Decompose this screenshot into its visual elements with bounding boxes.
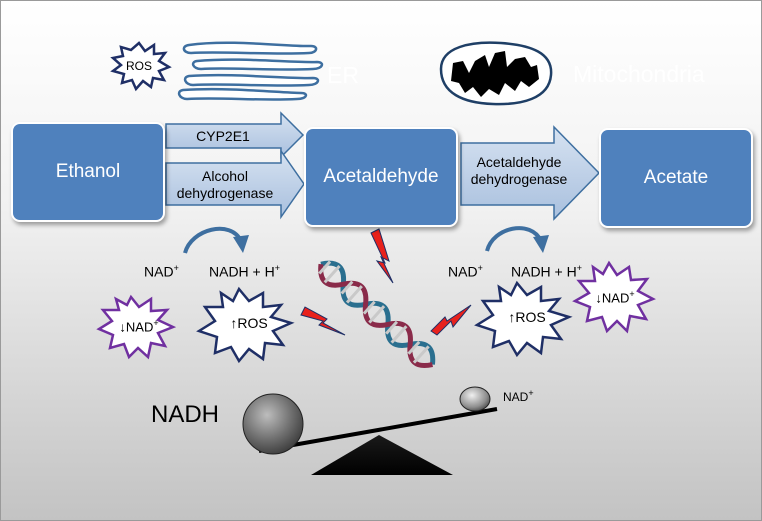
left-down-nad-label: ↓NAD+	[119, 318, 159, 335]
lightning-bolt-left-icon	[300, 306, 346, 336]
balance-scale	[242, 386, 498, 475]
er-organelle-icon	[177, 41, 324, 101]
left-nadh-label: NADH + H+	[209, 263, 280, 280]
right-up-ros-label: ↑ROS	[508, 309, 546, 325]
left-nad-label: NAD+	[144, 263, 179, 280]
right-nadh-label: NADH + H+	[511, 263, 582, 280]
mitochondria-organelle-icon	[439, 41, 553, 106]
fulcrum-triangle	[311, 435, 453, 475]
nad-ball-icon	[459, 386, 491, 412]
left-up-ros-label: ↑ROS	[230, 315, 268, 331]
right-nad-label: NAD+	[448, 263, 483, 280]
left-cofactor-curve-arrow	[183, 226, 249, 254]
ethanol-label: Ethanol	[55, 161, 121, 182]
acetaldehyde-label: Acetaldehyde	[323, 166, 439, 187]
mitochondria-label: Mitochondria	[573, 61, 705, 87]
acetate-box: Acetate	[599, 128, 753, 228]
adh-label-line1: Alcohol	[202, 168, 248, 184]
lightning-bolt-top-icon	[370, 228, 394, 284]
adh-label: Alcohol dehydrogenase	[169, 168, 281, 202]
er-label: ER	[327, 62, 359, 88]
left-up-ros-burst-icon	[196, 286, 295, 364]
adh-label-line2: dehydrogenase	[176, 185, 274, 201]
nadh-ball-icon	[242, 393, 304, 455]
aldh-label-line2: dehydrogenase	[470, 171, 568, 187]
ethanol-box: Ethanol	[11, 122, 165, 222]
cyp2e1-arrow	[165, 111, 305, 159]
cyp2e1-label: CYP2E1	[196, 128, 250, 144]
aldh-label: Acetaldehyde dehydrogenase	[463, 154, 575, 188]
aldh-label-line1: Acetaldehyde	[476, 154, 562, 170]
aldh-arrow	[460, 125, 601, 221]
ros-top-label: ROS	[125, 59, 152, 73]
dna-helix-icon	[318, 260, 436, 368]
right-down-nad-burst-icon	[572, 260, 656, 334]
acetaldehyde-box: Acetaldehyde	[304, 127, 458, 227]
balance-beam	[258, 407, 498, 453]
right-up-ros-burst-icon	[474, 280, 573, 358]
acetate-label: Acetate	[643, 167, 709, 188]
right-cofactor-curve-arrow	[485, 226, 549, 253]
nad-balance-label: NAD+	[503, 388, 534, 404]
lightning-bolt-right-icon	[430, 304, 472, 336]
left-down-nad-burst-icon	[96, 294, 177, 360]
ros-burst-top-icon	[110, 41, 172, 92]
nadh-balance-label: NADH	[151, 401, 220, 428]
adh-arrow	[165, 148, 305, 220]
right-down-nad-label: ↓NAD+	[595, 289, 635, 306]
